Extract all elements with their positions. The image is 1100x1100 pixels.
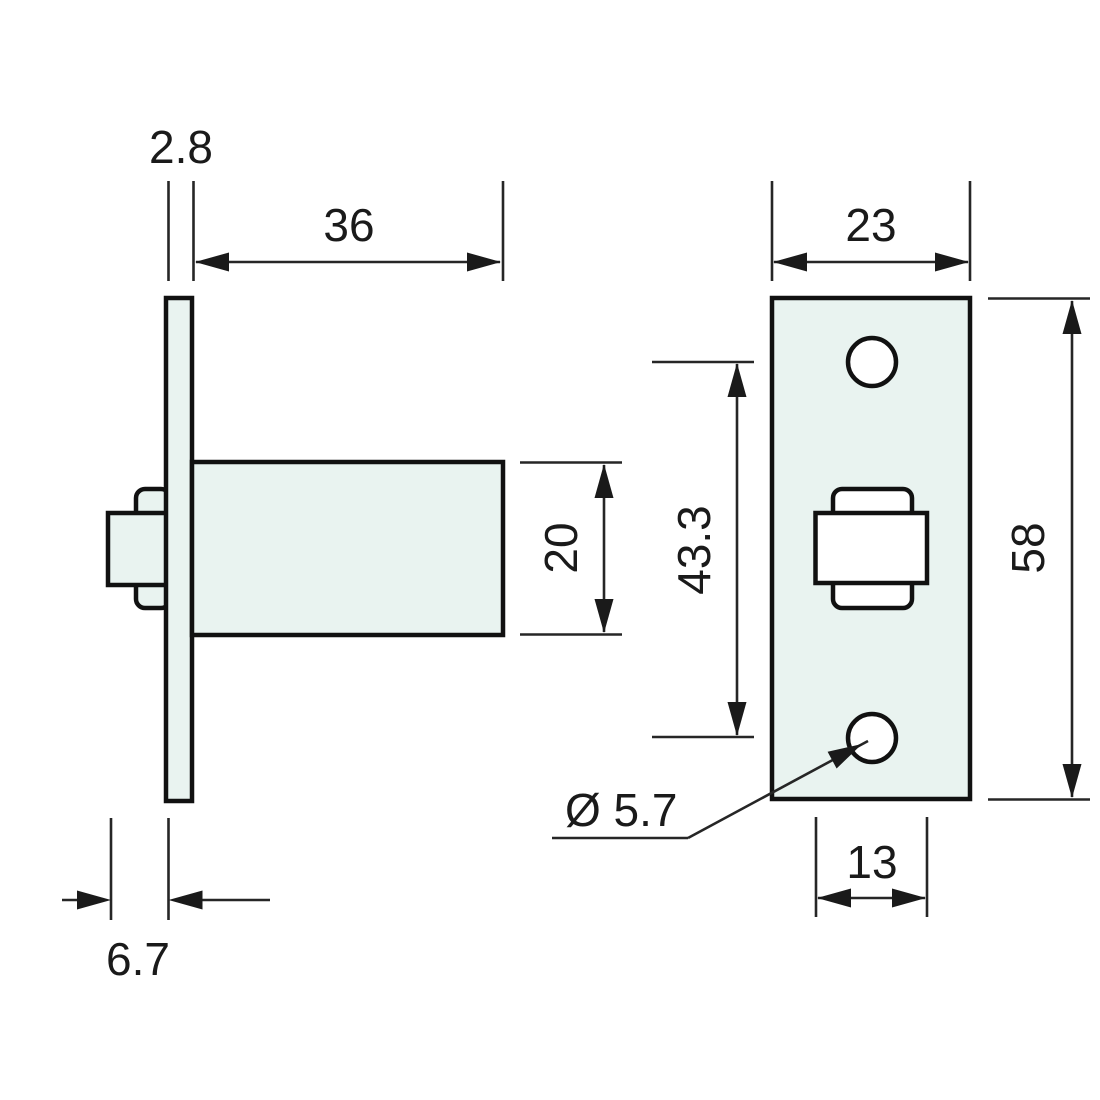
front-view-bottom-screw-hole	[845, 711, 899, 765]
dim-label-screw-hole-diameter: Ø 5.7	[565, 784, 678, 836]
arrowhead-left	[773, 252, 807, 272]
side-view-faceplate	[163, 295, 195, 804]
side-view-case	[189, 459, 506, 638]
arrowhead-left	[195, 252, 229, 272]
leader-arrowhead	[827, 744, 862, 769]
dim-label-follower-width: 13	[846, 836, 897, 888]
arrowhead-right	[77, 890, 111, 910]
dim-label-case-depth: 36	[323, 199, 374, 251]
dim-follower-width: 13	[814, 817, 929, 917]
arrowhead-left	[817, 888, 851, 908]
arrowhead-right	[935, 252, 969, 272]
dim-bolt-projection: 6.7	[62, 818, 270, 985]
side-view-bolt-head	[105, 510, 172, 588]
dim-label-faceplate-thickness: 2.8	[149, 121, 213, 173]
side-view	[105, 295, 506, 804]
dim-faceplate-width: 23	[770, 181, 972, 281]
dim-label-bolt-projection: 6.7	[106, 933, 170, 985]
arrowhead-up	[727, 363, 747, 397]
dim-screw-hole-diameter: Ø 5.7	[552, 739, 869, 840]
dim-label-faceplate-width: 23	[845, 199, 896, 251]
arrowhead-up	[1062, 300, 1082, 334]
dim-faceplate-height: 58	[988, 297, 1090, 801]
dim-label-faceplate-height: 58	[1002, 522, 1054, 573]
dim-case-depth: 36	[195, 181, 505, 281]
dim-label-bolt-height: 20	[535, 522, 587, 573]
dim-bolt-height: 20	[520, 461, 622, 636]
front-view	[769, 295, 973, 802]
arrowhead-right	[892, 888, 926, 908]
arrowhead-down	[727, 702, 747, 736]
arrowhead-down	[1062, 764, 1082, 798]
arrowhead-left	[168, 890, 203, 910]
arrowhead-right	[467, 252, 501, 272]
front-view-follower-horizontal	[813, 510, 930, 586]
dim-screw-hole-centres: 43.3	[652, 360, 754, 739]
front-view-top-screw-hole	[845, 335, 899, 389]
arrowhead-up	[594, 464, 614, 498]
dim-faceplate-thickness: 2.8	[149, 121, 213, 281]
dim-label-screw-hole-centres: 43.3	[668, 505, 720, 595]
arrowhead-down	[594, 599, 614, 633]
